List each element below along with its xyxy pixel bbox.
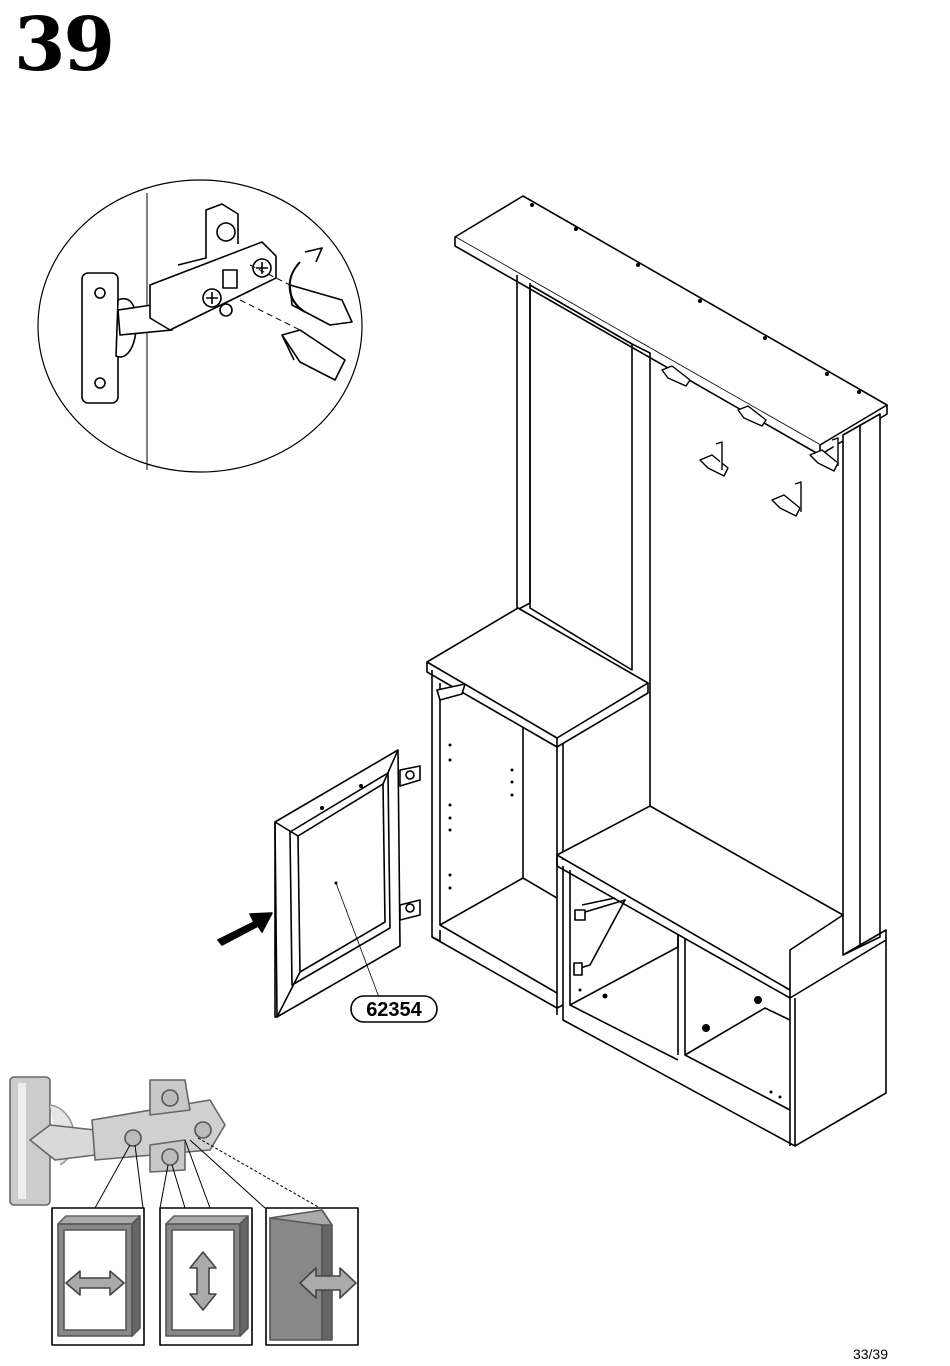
part-number-label: 62354 bbox=[366, 999, 422, 1021]
insert-door-arrow bbox=[218, 913, 272, 945]
vertical-adjust-icon bbox=[160, 1208, 252, 1345]
hinge-adjust-detail bbox=[10, 1077, 320, 1208]
depth-adjust-icon bbox=[266, 1208, 358, 1345]
horizontal-adjust-icon bbox=[52, 1208, 144, 1345]
page-number: 33/39 bbox=[853, 1346, 888, 1362]
wardrobe-cabinet bbox=[427, 196, 887, 1146]
hinge-detail-circle bbox=[38, 180, 362, 472]
cabinet-door bbox=[275, 750, 420, 1017]
